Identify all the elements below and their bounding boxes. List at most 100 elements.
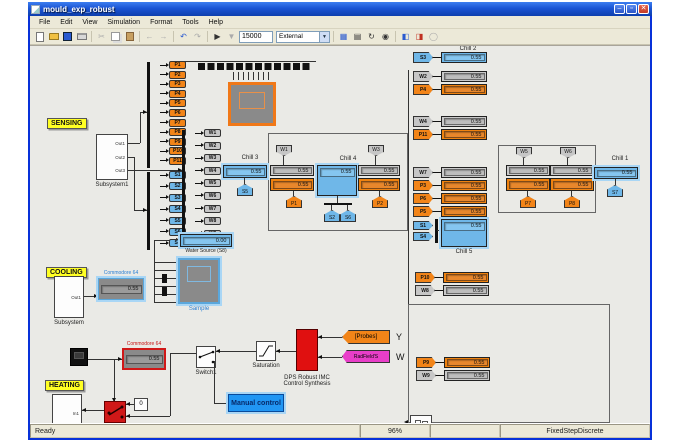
goto-tag[interactable]: W3 <box>204 154 221 163</box>
goto-tag[interactable]: P10 <box>169 147 186 156</box>
from-tag[interactable]: S2 <box>324 210 340 222</box>
from-tag[interactable]: W2 <box>413 71 433 82</box>
display-block[interactable]: 0.55 <box>358 165 400 176</box>
manual-control-block[interactable]: Manual control <box>228 394 284 412</box>
goto-tag[interactable]: P7 <box>169 118 186 127</box>
debug-icon[interactable]: ▤ <box>353 32 362 41</box>
from-tag[interactable]: P3 <box>413 180 433 191</box>
from-tag[interactable]: S7 <box>607 185 623 197</box>
from-tag[interactable]: S3 <box>413 52 433 63</box>
save-button[interactable] <box>61 30 74 43</box>
goto-tag[interactable]: W5 <box>204 179 221 188</box>
heating-note[interactable]: HEATING <box>45 380 84 391</box>
display-block[interactable]: 0.55 <box>441 206 487 217</box>
from-tag[interactable]: S1 <box>413 221 433 230</box>
from-tag[interactable]: P10 <box>415 272 435 283</box>
display-block[interactable]: 0.55 <box>506 165 550 176</box>
display-block[interactable]: 0.55 <box>441 116 487 127</box>
from-tag[interactable]: P5 <box>413 206 433 217</box>
black-display-block[interactable] <box>70 348 88 366</box>
switch2-block[interactable] <box>104 401 126 423</box>
from-tag[interactable]: P9 <box>416 357 436 368</box>
from-tag[interactable]: P1 <box>286 196 302 208</box>
print-button[interactable] <box>75 30 88 43</box>
copy-icon[interactable] <box>109 30 122 43</box>
goto-tag[interactable]: S3 <box>169 193 186 202</box>
from-tag[interactable]: P4 <box>413 84 433 95</box>
display-block[interactable]: 0.55 <box>441 193 487 204</box>
menu-item[interactable]: Format <box>150 18 173 26</box>
display-block[interactable]: 0.55 <box>443 272 489 283</box>
simulation-mode-select[interactable]: External ▼ <box>276 30 330 43</box>
display-block[interactable]: 0.55 <box>441 129 487 140</box>
new-model-button[interactable] <box>33 30 46 43</box>
menu-item[interactable]: Simulation <box>107 18 141 26</box>
title-bar[interactable]: mould_exp_robust – ▫ ✕ <box>28 2 652 16</box>
goto-tag[interactable]: S2 <box>169 182 186 191</box>
goto-tag[interactable]: S4 <box>169 205 186 214</box>
chill4-display[interactable]: 0.55 <box>317 165 357 196</box>
cooling-subsystem-block[interactable]: Out1 <box>54 276 84 318</box>
goto-tag[interactable]: W2 <box>204 141 221 150</box>
water-source-display[interactable]: 0.00 <box>180 234 232 247</box>
paste-icon[interactable] <box>123 30 136 43</box>
library-browser-icon[interactable]: ◧ <box>401 32 410 41</box>
chill5-display[interactable]: 0.55 <box>441 219 487 247</box>
chill1-display[interactable]: 0.55 <box>594 167 638 179</box>
model-browser-icon[interactable]: ◨ <box>415 32 424 41</box>
from-tag[interactable]: W1 <box>276 145 292 156</box>
goto-tag[interactable]: S6 <box>169 227 186 236</box>
sensing-note[interactable]: SENSING <box>47 118 87 129</box>
from-tag[interactable]: W6 <box>560 147 576 158</box>
display-block[interactable]: 0.55 <box>444 357 490 368</box>
radfield-from-tag[interactable]: RadField'S <box>342 350 390 363</box>
goto-tag[interactable]: P5 <box>169 99 186 108</box>
cut-icon[interactable]: ✂ <box>98 32 105 41</box>
menu-item[interactable]: Tools <box>182 18 199 26</box>
close-button[interactable]: ✕ <box>638 4 649 14</box>
probes-from-tag[interactable]: [Probes] <box>342 330 390 344</box>
display-block[interactable]: 0.55 <box>441 167 487 178</box>
from-tag[interactable]: S4 <box>413 232 433 241</box>
scope1-block[interactable] <box>228 82 276 126</box>
dps-controller-block[interactable] <box>296 329 318 371</box>
simulation-time-input[interactable] <box>239 30 273 43</box>
menu-item[interactable]: File <box>39 18 51 26</box>
mux-bar[interactable] <box>324 203 352 205</box>
goto-tag[interactable]: P4 <box>169 89 186 98</box>
open-model-button[interactable] <box>47 30 60 43</box>
display-block[interactable]: 0.55 <box>550 165 594 176</box>
mux-block[interactable] <box>162 274 167 283</box>
goto-tag[interactable]: W8 <box>204 217 221 226</box>
from-tag[interactable]: S5 <box>237 184 253 196</box>
redo-icon[interactable]: ↷ <box>194 32 201 41</box>
chevron-down-icon[interactable]: ▼ <box>319 31 329 42</box>
from-tag[interactable]: P2 <box>372 196 388 208</box>
sample-scope-block[interactable] <box>178 258 220 304</box>
from-tag[interactable]: S6 <box>340 210 356 222</box>
subsystem2-block[interactable]: In1 <box>52 394 82 425</box>
tap-block-row[interactable] <box>198 63 310 70</box>
from-tag[interactable]: P7 <box>520 196 536 208</box>
menu-item[interactable]: Edit <box>60 18 73 26</box>
saturation-block[interactable] <box>256 341 276 361</box>
goto-tag[interactable]: P2 <box>169 70 186 79</box>
goto-tag[interactable]: S1 <box>169 171 186 179</box>
goto-tag[interactable]: W7 <box>204 204 221 213</box>
display-block[interactable]: 0.55 <box>441 180 487 191</box>
mux-block[interactable] <box>162 287 167 296</box>
display-block[interactable]: 0.55 <box>444 370 490 381</box>
back-icon[interactable]: ← <box>145 32 154 41</box>
display-block[interactable]: 0.55 <box>270 178 314 191</box>
display-block[interactable]: 0.55 <box>443 285 489 296</box>
display-block[interactable]: 0.55 <box>441 71 487 82</box>
heating-display-block[interactable]: 0.55 <box>122 348 166 370</box>
from-tag[interactable]: W3 <box>368 145 384 156</box>
maximize-button[interactable]: ▫ <box>626 4 637 14</box>
demux-bar-s[interactable] <box>147 172 150 250</box>
toolbar-extra-icon[interactable]: ◯ <box>429 32 438 41</box>
demux-bar-w[interactable] <box>182 130 185 242</box>
display-block[interactable]: 0.55 <box>441 84 487 95</box>
display-block[interactable]: 0.55 <box>270 165 314 176</box>
forward-icon[interactable]: → <box>159 32 168 41</box>
